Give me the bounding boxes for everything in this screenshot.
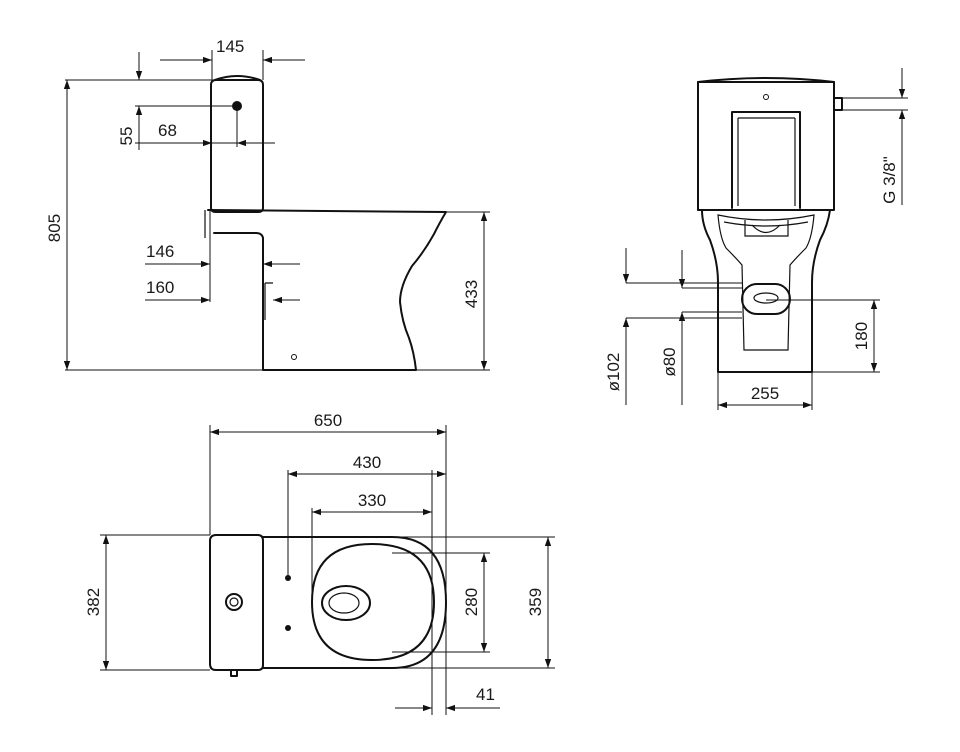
- dim-280-label: 280: [462, 588, 481, 616]
- top-fix-hole-2: [285, 625, 291, 631]
- dim-d102-label: ø102: [604, 353, 623, 392]
- top-bowl-opening: [321, 585, 371, 621]
- dim-146-label: 146: [146, 242, 174, 261]
- side-fixing-hole: [291, 354, 297, 360]
- dim-382-label: 382: [84, 588, 103, 616]
- dim-330-label: 330: [358, 491, 386, 510]
- top-tank: [209, 534, 264, 677]
- dim-359-label: 359: [526, 588, 545, 616]
- top-view: 650 430 330 382 280 359 41: [84, 411, 555, 715]
- front-bowl: [701, 209, 831, 373]
- dim-55-label: 55: [117, 127, 136, 146]
- dim-650-label: 650: [314, 411, 342, 430]
- top-bowl: [262, 536, 447, 669]
- dim-d80-label: ø80: [660, 347, 679, 376]
- dim-g38-label: G 3/8": [880, 156, 899, 204]
- dim-160-label: 160: [146, 278, 174, 297]
- dim-41-label: 41: [476, 685, 495, 704]
- front-outlet: [741, 283, 791, 315]
- side-bowl: [204, 209, 447, 371]
- dim-68-label: 68: [158, 121, 177, 140]
- side-view: 145 55 68 805 146 160 433: [45, 37, 490, 371]
- front-tank: [697, 77, 843, 211]
- top-flush-button: [225, 593, 243, 611]
- dim-805-label: 805: [45, 214, 64, 242]
- dim-433-label: 433: [462, 280, 481, 308]
- dim-255-label: 255: [751, 384, 779, 403]
- dim-180-label: 180: [852, 322, 871, 350]
- dim-430-label: 430: [353, 453, 381, 472]
- dim-145-label: 145: [216, 37, 244, 56]
- front-view: G 3/8" ø102 ø80 180 255: [604, 68, 908, 410]
